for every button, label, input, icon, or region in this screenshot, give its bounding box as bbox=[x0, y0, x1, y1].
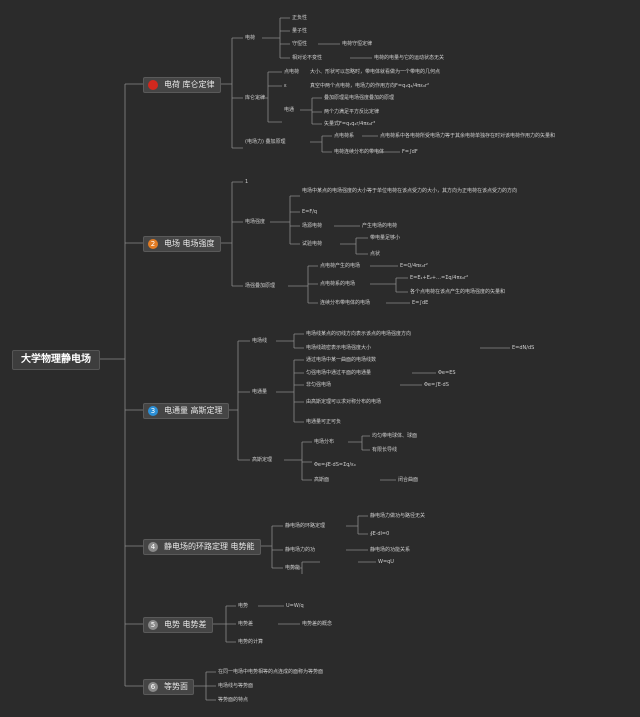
node-coulomb-law[interactable]: 库仑定律 bbox=[245, 95, 266, 101]
red-dot-icon bbox=[148, 80, 158, 90]
node-flux-def[interactable]: 通过电场中某一曲面的电场线数 bbox=[306, 357, 377, 363]
node-quantization[interactable]: 量子性 bbox=[292, 28, 308, 34]
node-point-field[interactable]: 点电荷产生的电场 bbox=[320, 263, 361, 269]
node-small-charge[interactable]: 带电量足够小 bbox=[370, 235, 401, 241]
node-epsilon[interactable]: ε bbox=[284, 83, 287, 89]
node-point-system[interactable]: 点电荷系 bbox=[334, 133, 355, 139]
topic-label: 等势面 bbox=[164, 682, 188, 691]
node-sign[interactable]: 正负性 bbox=[292, 15, 308, 21]
node-superposition-note[interactable]: 叠加原理是电场强度叠加的原理 bbox=[324, 95, 395, 101]
node-inverse-square[interactable]: 两个力满足平方反比定律 bbox=[324, 109, 380, 115]
node-path-independent[interactable]: 静电场力做功与路径无关 bbox=[370, 513, 426, 519]
node-diff-concept[interactable]: 电势差的概念 bbox=[302, 621, 333, 627]
root-topic[interactable]: 大学物理静电场 bbox=[12, 350, 100, 370]
topic-flux-gauss[interactable]: 3 电通量 高斯定理 bbox=[143, 403, 229, 419]
node-test-charge[interactable]: 试验电荷 bbox=[302, 241, 323, 247]
node-flux-t1[interactable]: 电通 bbox=[284, 107, 295, 113]
topic-equipotential[interactable]: 6 等势面 bbox=[143, 679, 194, 695]
node-field-line[interactable]: 电场线 bbox=[252, 338, 268, 344]
node-invariance[interactable]: 相对论不变性 bbox=[292, 55, 323, 61]
node-gauss-note[interactable]: 由高斯定理可以求对称分布的电场 bbox=[306, 399, 382, 405]
node-integral-f[interactable]: F=∫dF bbox=[402, 149, 418, 155]
node-gauss-formula[interactable]: Φe=∮E·dS=Σq/ε₀ bbox=[314, 462, 356, 468]
node-field-strength[interactable]: 电场强度 bbox=[245, 219, 266, 225]
node-conservation-law[interactable]: 电荷守恒定律 bbox=[342, 41, 373, 47]
node-potential[interactable]: 电势 bbox=[238, 603, 249, 609]
node-field-superposition[interactable]: 场强叠加原理 bbox=[245, 283, 276, 289]
node-line-direction[interactable]: 电场线某点的切线方向表示该点的电场强度方向 bbox=[306, 331, 412, 337]
node-vector-form[interactable]: 矢量式F=q₁q₂r/4πε₀r³ bbox=[324, 121, 376, 127]
node-field-dist[interactable]: 电场分布 bbox=[314, 439, 335, 445]
node-e-formula[interactable]: E=F/q bbox=[302, 209, 318, 215]
node-system-note[interactable]: 各个点电荷在该点产生的电场强度的矢量和 bbox=[410, 289, 506, 295]
node-point-charge[interactable]: 点电荷 bbox=[284, 69, 300, 75]
number-2-icon: 2 bbox=[148, 239, 158, 249]
node-equipotential-def[interactable]: 在同一电场中电势相等的点连成的面称为等势面 bbox=[218, 669, 324, 675]
topic-loop-theorem[interactable]: 4 静电场的环路定理 电势能 bbox=[143, 539, 261, 555]
node-point-charge-note[interactable]: 大小、形状可以忽略时，带电体就看做为一个带电的几何点 bbox=[310, 69, 441, 75]
node-line-and-surface[interactable]: 电场线与等势面 bbox=[218, 683, 254, 689]
node-point-field-formula[interactable]: E=Q/4πε₀r² bbox=[400, 263, 428, 269]
node-coulomb-formula[interactable]: 真空中两个点电荷，电场力的作用方向F=q₁q₂/4πε₀r² bbox=[310, 83, 430, 89]
node-source-note[interactable]: 产生电场的电荷 bbox=[362, 223, 398, 229]
node-system-formula[interactable]: E=E₁+E₂+…=Σq/4πε₀r² bbox=[410, 275, 469, 281]
topic-label: 电场 电场强度 bbox=[164, 239, 215, 248]
node-potential-calc[interactable]: 电势的计算 bbox=[238, 639, 264, 645]
node-flux-sign[interactable]: 电通量可正可负 bbox=[306, 419, 342, 425]
topic-electric-field[interactable]: 2 电场 电场强度 bbox=[143, 236, 221, 252]
node-energy-formula[interactable]: W=qU bbox=[378, 559, 394, 565]
node-potential-diff[interactable]: 电势差 bbox=[238, 621, 254, 627]
node-flux[interactable]: 电通量 bbox=[252, 389, 268, 395]
node-line-density[interactable]: 电场线疏密表示电场强度大小 bbox=[306, 345, 372, 351]
number-4-icon: 4 bbox=[148, 542, 158, 552]
node-force-superposition[interactable]: (电场力) 叠加原理 bbox=[245, 139, 286, 145]
number-5-icon: 5 bbox=[148, 620, 158, 630]
topic-label: 静电场的环路定理 电势能 bbox=[164, 542, 255, 551]
node-integral-e[interactable]: E=∫dE bbox=[412, 300, 429, 306]
node-continuous-field[interactable]: 连续分布带电体的电场 bbox=[320, 300, 371, 306]
node-surface-features[interactable]: 等势面的特点 bbox=[218, 697, 249, 703]
node-conservation[interactable]: 守恒性 bbox=[292, 41, 308, 47]
number-3-icon: 3 bbox=[148, 406, 158, 416]
node-closed-surface[interactable]: 闭合曲面 bbox=[398, 477, 419, 483]
node-loop-formula[interactable]: ∮E·dl=0 bbox=[370, 531, 390, 537]
node-loop-theorem[interactable]: 静电场的环路定理 bbox=[285, 523, 326, 529]
topic-label: 电通量 高斯定理 bbox=[164, 406, 223, 415]
node-field-def[interactable]: 电场中某点的电场强度的大小等于单位电荷在该点受力的大小，其方向为正电荷在该点受力… bbox=[302, 188, 518, 194]
node-point-system-note[interactable]: 点电荷系中各电荷所受电场力等于其余电荷单独存在时对该电荷作用力的矢量和 bbox=[380, 133, 556, 139]
node-uniform-flux[interactable]: 匀强电场中通过平面的电通量 bbox=[306, 370, 372, 376]
topic-label: 电荷 库仑定律 bbox=[164, 80, 215, 89]
node-invariance-note[interactable]: 电荷的电量与它的运动状态无关 bbox=[374, 55, 445, 61]
node-charge[interactable]: 电荷 bbox=[245, 35, 256, 41]
number-6-icon: 6 bbox=[148, 682, 158, 692]
node-point-shape[interactable]: 点状 bbox=[370, 251, 381, 257]
node-wire[interactable]: 有限长导线 bbox=[372, 447, 398, 453]
node-gauss[interactable]: 高斯定理 bbox=[252, 457, 273, 463]
node-system-field[interactable]: 点电荷系的电场 bbox=[320, 281, 356, 287]
node-nonuniform-formula[interactable]: Φe=∫E·dS bbox=[424, 382, 449, 388]
topic-potential[interactable]: 5 电势 电势差 bbox=[143, 617, 213, 633]
node-work-energy[interactable]: 静电场的功能关系 bbox=[370, 547, 411, 553]
node-potential-energy[interactable]: 电势能 bbox=[285, 565, 301, 571]
node-gauss-surface[interactable]: 高斯面 bbox=[314, 477, 330, 483]
topic-label: 电势 电势差 bbox=[164, 620, 207, 629]
node-one[interactable]: 1 bbox=[245, 179, 249, 185]
node-uniform-formula[interactable]: Φe=ES bbox=[438, 370, 456, 376]
node-nonuniform[interactable]: 非匀强电场 bbox=[306, 382, 332, 388]
node-field-work[interactable]: 静电场力的功 bbox=[285, 547, 316, 553]
node-continuous[interactable]: 电荷连续分布的带电体 bbox=[334, 149, 385, 155]
node-density-formula[interactable]: E=dN/dS bbox=[512, 345, 535, 351]
topic-charge-coulomb[interactable]: 电荷 库仑定律 bbox=[143, 77, 221, 93]
node-potential-formula[interactable]: U=W/q bbox=[286, 603, 304, 609]
node-sphere[interactable]: 均匀带电球体、球面 bbox=[372, 433, 418, 439]
node-source-charge[interactable]: 场源电荷 bbox=[302, 223, 323, 229]
